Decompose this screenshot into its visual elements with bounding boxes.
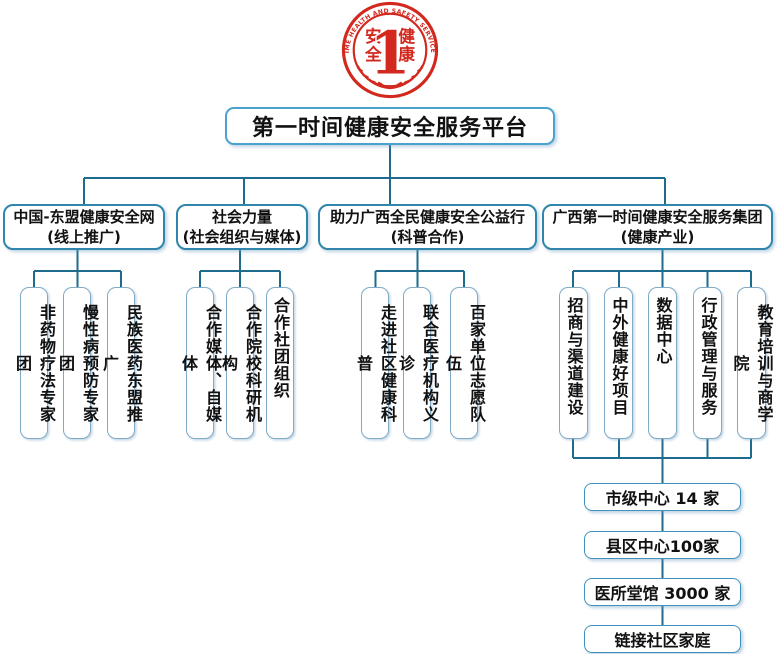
- seal-char-quan: 全: [364, 44, 382, 64]
- child-box-joint-clinics: 联合医疗机构义诊: [396, 287, 439, 439]
- seal-char-kang: 康: [398, 44, 415, 64]
- branch-title: 助力广西全民健康安全公益行: [329, 207, 525, 226]
- branch-subtitle: (科普合作): [390, 228, 465, 246]
- chain-box-community-families: 链接社区家庭: [584, 625, 741, 653]
- health-safety-group-seal-logo: FIRST TIME HEALTH AND SAFETY SERVICE GRO…: [340, 1, 439, 99]
- seal-char-jian: 健: [398, 26, 415, 46]
- platform-title-label: 第一时间健康安全服务平台: [251, 116, 528, 141]
- branch-subtitle: (线上推广): [47, 228, 121, 246]
- child-box-chronic-disease: 慢性病预防专家团: [56, 287, 99, 439]
- chain-box-county-centers: 县区中心100家: [584, 531, 741, 559]
- seal-numeral-one: 1: [370, 19, 411, 88]
- child-box-ethnic-medicine: 民族医药东盟推广: [100, 287, 143, 439]
- branch-header-china-asean: 中国-东盟健康安全网 (线上推广): [3, 204, 165, 250]
- child-box-admin-services: 行政管理与服务: [693, 287, 722, 439]
- branch-header-social-forces: 社会力量 (社会组织与媒体): [176, 204, 308, 250]
- branch-title: 社会力量: [211, 207, 272, 226]
- child-box-partner-academies: 合作院校科研机构: [219, 287, 262, 439]
- child-box-partner-associations: 合作社团组织: [266, 287, 294, 439]
- child-box-education-training: 教育培训与商学院: [731, 287, 774, 439]
- child-box-investment-channels: 招商与渠道建设: [559, 287, 588, 439]
- branch-header-service-group: 广西第一时间健康安全服务集团 (健康产业): [542, 204, 773, 250]
- branch-title: 中国-东盟健康安全网: [13, 207, 155, 226]
- seal-char-an: 安: [365, 26, 382, 46]
- child-box-partner-media: 合作媒体、自媒体: [179, 287, 222, 439]
- child-box-non-drug-therapy: 非药物疗法专家团: [13, 287, 56, 439]
- branch-title: 广西第一时间健康安全服务集团: [552, 207, 763, 226]
- chain-box-city-centers: 市级中心 14 家: [584, 483, 741, 511]
- child-box-community-science: 走进社区健康科普: [354, 287, 397, 439]
- branch-subtitle: (社会组织与媒体): [182, 228, 302, 246]
- child-box-data-center: 数据中心: [648, 287, 677, 439]
- child-box-volunteer-teams: 百家单位志愿队伍: [443, 287, 486, 439]
- branch-subtitle: (健康产业): [620, 228, 695, 246]
- platform-title-box: 第一时间健康安全服务平台: [225, 107, 555, 145]
- chain-box-clinics-halls: 医所堂馆 3000 家: [584, 578, 741, 606]
- child-box-health-projects: 中外健康好项目: [604, 287, 633, 439]
- branch-header-guangxi-public-welfare: 助力广西全民健康安全公益行 (科普合作): [318, 204, 537, 250]
- laurel-wreath-icon: [356, 65, 424, 90]
